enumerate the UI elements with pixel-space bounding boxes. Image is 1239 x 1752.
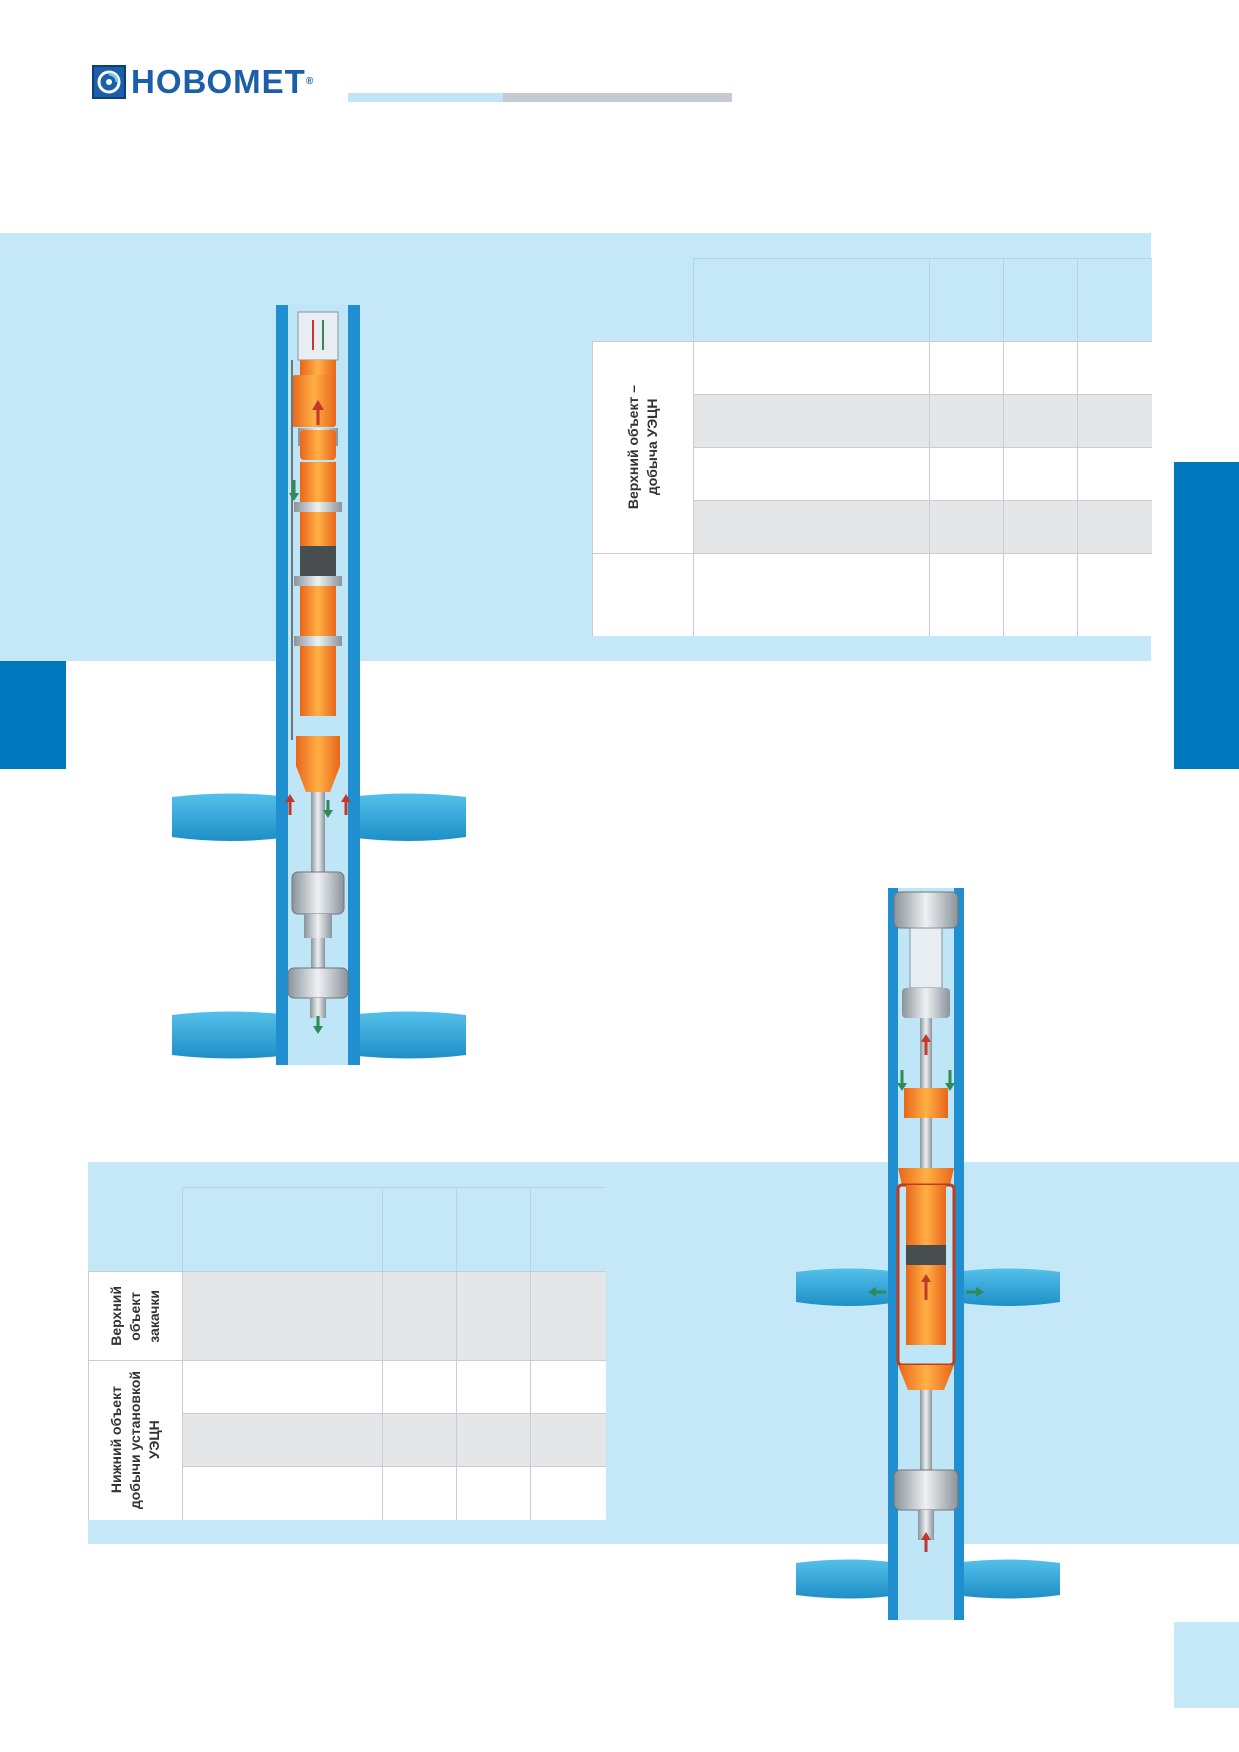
flow-arrow-down-icon	[289, 480, 333, 1034]
top-spec-table: Верхний объект – добыча УЭЦН	[592, 258, 1152, 636]
water-formation-lower-right	[348, 1011, 466, 1059]
well-diagram-left	[172, 305, 466, 1065]
header-accent-bar-light	[348, 93, 503, 102]
right-section-tab	[1174, 462, 1239, 769]
flow-arrow-up-icon	[921, 1034, 931, 1552]
water-formation-upper-right	[348, 793, 466, 841]
water-formation-lower-left-2	[796, 1559, 898, 1599]
water-formation-upper-right-2	[954, 1268, 1060, 1306]
page-number-box	[1174, 1622, 1239, 1708]
water-formation-upper-left-2	[796, 1268, 898, 1306]
brand-logo: НОВОМЕТ®	[92, 64, 314, 100]
top-table-group-upper: Верхний объект – добыча УЭЦН	[592, 341, 694, 554]
well-diagram-right	[796, 888, 1060, 1620]
header-accent-bar-grey	[503, 93, 732, 102]
bottom-table-group-upper: Верхний объект закачки	[88, 1271, 183, 1361]
water-formation-lower-left	[172, 1011, 290, 1059]
logo-icon	[92, 65, 126, 99]
water-formation-upper-left	[172, 793, 290, 841]
flow-arrow-down-icon	[868, 1070, 984, 1297]
bottom-table-group-lower: Нижний объект добычи установкой УЭЦН	[88, 1360, 183, 1520]
brand-name: НОВОМЕТ®	[131, 63, 315, 100]
bottom-spec-table: Верхний объект закачки Нижний объект доб…	[88, 1187, 606, 1520]
flow-arrow-up-icon	[285, 400, 351, 815]
water-formation-lower-right-2	[954, 1559, 1060, 1599]
left-section-tab	[0, 661, 66, 769]
top-table-group-lower	[592, 553, 694, 636]
